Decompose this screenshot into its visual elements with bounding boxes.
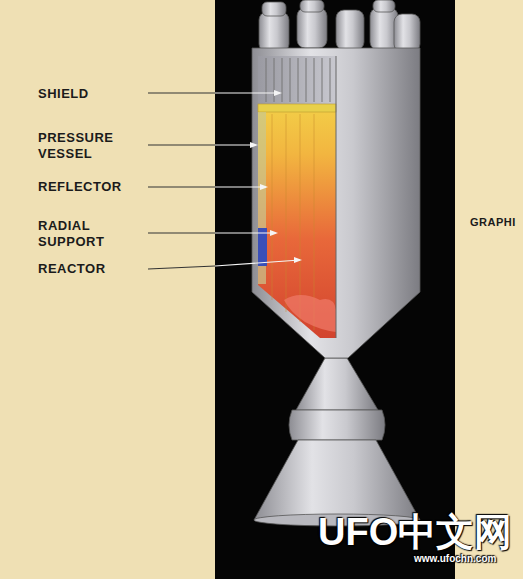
part-label: RADIAL SUPPORT [38,218,122,250]
side-strip [455,0,523,579]
part-label: PRESSURE VESSEL [38,130,122,162]
part-label: REACTOR [38,261,138,277]
watermark-url: www.ufochn.com [414,553,514,564]
nozzle [254,358,420,526]
part-label: SHIELD [38,86,138,102]
watermark: UFO中文网 [318,512,518,554]
arrowheads [250,90,302,263]
part-label: REFLECTOR [38,179,138,195]
pressure-vessel [252,48,420,358]
leader-lines [148,93,300,269]
black-panel [215,0,455,579]
part-label: GRAPHI [470,216,520,228]
top-components [259,0,420,52]
cutaway [258,56,336,338]
